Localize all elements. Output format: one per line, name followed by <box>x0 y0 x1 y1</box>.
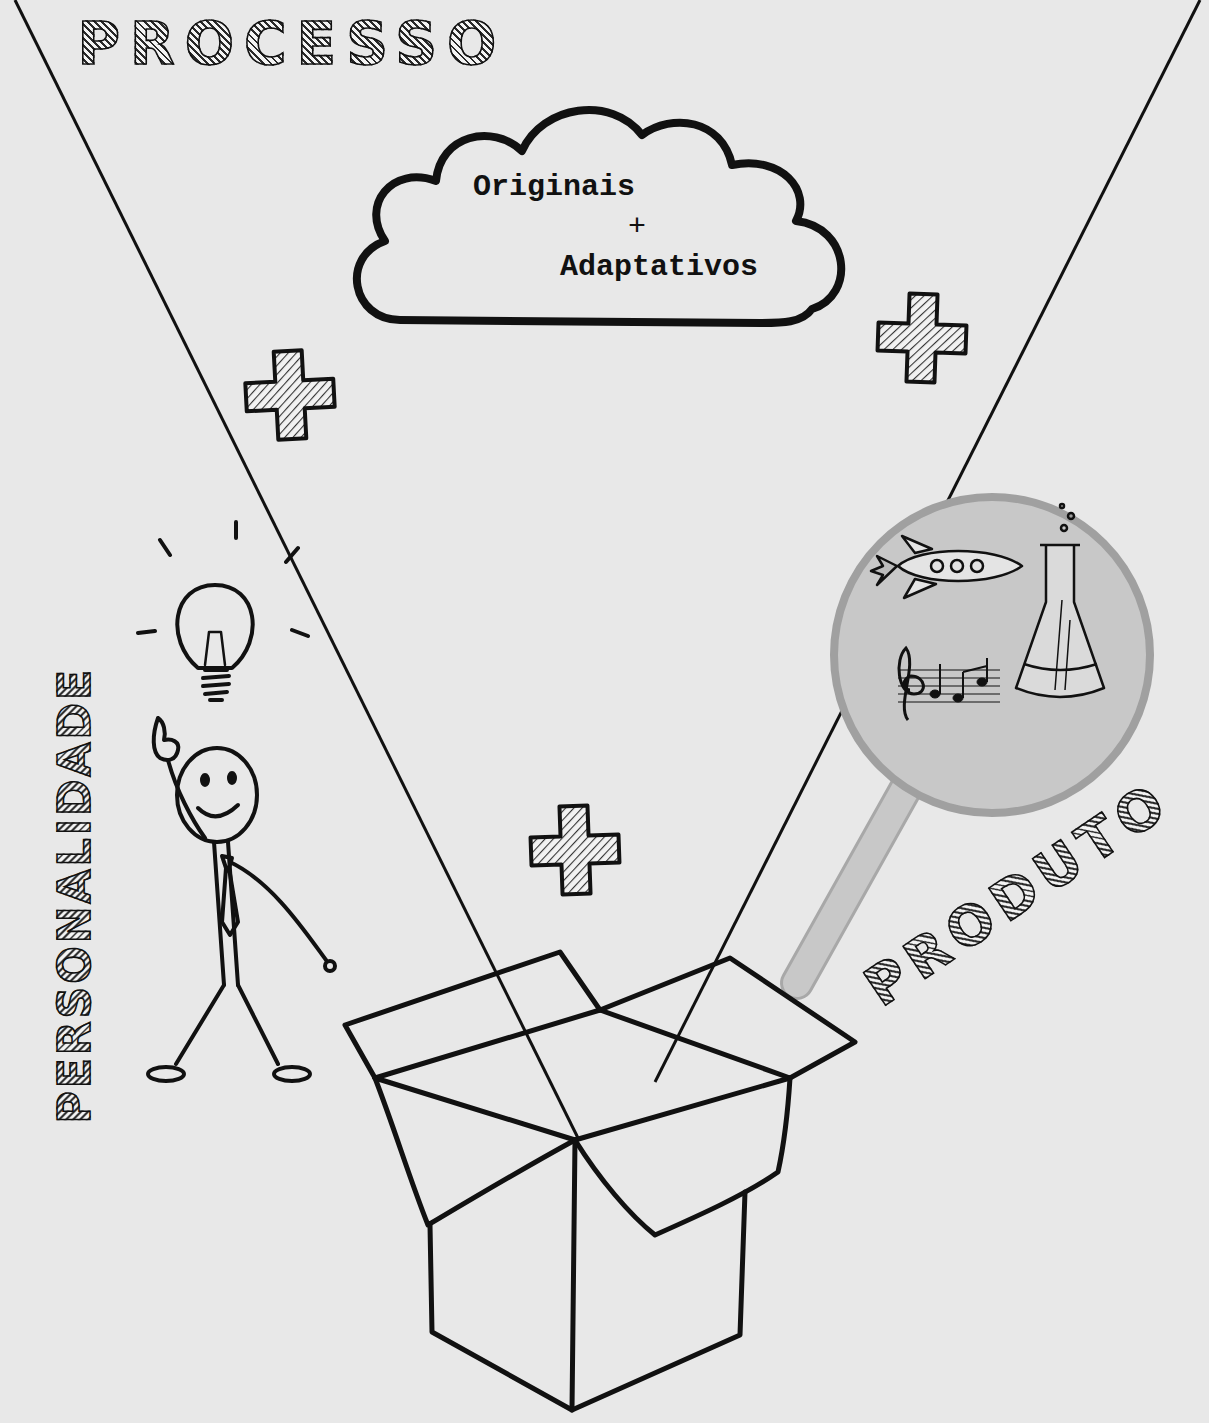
text-row: Originais <box>340 167 855 207</box>
cloud-text: Originais <box>473 167 635 207</box>
open-box <box>345 952 855 1410</box>
text-row: Adaptativos <box>340 247 855 287</box>
music-icon <box>898 648 1000 720</box>
cloud-text: + <box>628 207 646 247</box>
stick-figure <box>148 718 335 1081</box>
light-bulb <box>138 522 308 700</box>
funnel-lines <box>15 0 1200 1138</box>
cloud-outline <box>340 95 855 330</box>
cloud-shape: Originais+Adaptativos <box>340 95 855 330</box>
text-row: + <box>340 207 855 247</box>
section-title: PROCESSO <box>78 13 507 77</box>
cloud-text: Adaptativos <box>560 247 758 287</box>
flask-icon <box>1016 504 1104 697</box>
rocket-icon <box>871 536 1022 598</box>
section-title: PERSONALIDADE <box>51 667 99 1124</box>
cloud-outline <box>357 110 841 323</box>
